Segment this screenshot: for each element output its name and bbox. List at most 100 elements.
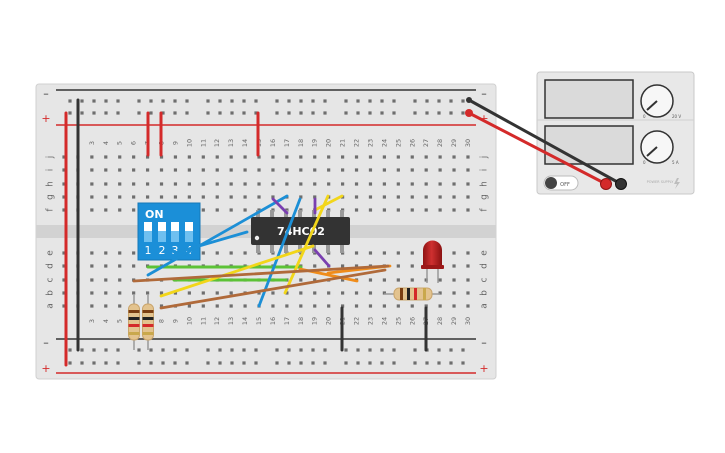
hole[interactable] bbox=[159, 304, 164, 308]
hole[interactable] bbox=[173, 111, 177, 115]
hole[interactable] bbox=[327, 291, 331, 295]
hole[interactable] bbox=[201, 291, 205, 295]
hole[interactable] bbox=[187, 182, 191, 186]
hole[interactable] bbox=[382, 168, 386, 172]
hole[interactable] bbox=[368, 208, 373, 212]
hole[interactable] bbox=[449, 348, 453, 352]
hole[interactable] bbox=[229, 168, 233, 172]
hole[interactable] bbox=[68, 348, 72, 352]
hole[interactable] bbox=[311, 111, 315, 115]
hole[interactable] bbox=[354, 291, 359, 295]
dip-toggle-slot[interactable] bbox=[185, 222, 193, 242]
hole[interactable] bbox=[137, 99, 141, 103]
hole[interactable] bbox=[413, 348, 417, 352]
hole[interactable] bbox=[327, 168, 331, 172]
hole[interactable] bbox=[354, 251, 359, 255]
black-power-lead[interactable] bbox=[467, 98, 623, 186]
hole[interactable] bbox=[80, 348, 84, 352]
hole[interactable] bbox=[257, 182, 261, 186]
hole[interactable] bbox=[271, 155, 275, 159]
hole[interactable] bbox=[452, 168, 456, 172]
hole[interactable] bbox=[452, 304, 456, 308]
purple-wire-a[interactable] bbox=[271, 197, 289, 215]
hole[interactable] bbox=[299, 182, 303, 186]
hole[interactable] bbox=[275, 111, 279, 115]
hole[interactable] bbox=[201, 155, 205, 159]
hole[interactable] bbox=[396, 304, 400, 308]
hole[interactable] bbox=[285, 182, 289, 186]
hole[interactable] bbox=[229, 155, 233, 159]
hole[interactable] bbox=[466, 195, 470, 199]
hole[interactable] bbox=[215, 168, 219, 172]
hole[interactable] bbox=[287, 99, 291, 103]
hole[interactable] bbox=[341, 264, 345, 268]
hole[interactable] bbox=[452, 278, 456, 282]
dip-switch-toggles[interactable] bbox=[144, 222, 193, 242]
hole[interactable] bbox=[410, 168, 414, 172]
hole[interactable] bbox=[438, 195, 442, 199]
hole[interactable] bbox=[132, 291, 136, 295]
blue-wire-a[interactable] bbox=[146, 194, 289, 277]
hole[interactable] bbox=[62, 208, 66, 212]
hole[interactable] bbox=[229, 182, 233, 186]
hole[interactable] bbox=[271, 182, 275, 186]
hole[interactable] bbox=[424, 195, 428, 199]
hole[interactable] bbox=[380, 99, 384, 103]
hole[interactable] bbox=[254, 361, 258, 365]
hole[interactable] bbox=[62, 304, 66, 308]
hole[interactable] bbox=[466, 278, 470, 282]
hole[interactable] bbox=[132, 251, 136, 255]
dip-toggle-slot[interactable] bbox=[158, 222, 166, 242]
hole[interactable] bbox=[218, 99, 222, 103]
hole[interactable] bbox=[145, 168, 150, 172]
hole[interactable] bbox=[413, 361, 417, 365]
hole[interactable] bbox=[243, 182, 247, 186]
hole[interactable] bbox=[132, 168, 136, 172]
hole[interactable] bbox=[466, 264, 470, 268]
hole[interactable] bbox=[382, 208, 386, 212]
hole[interactable] bbox=[354, 208, 359, 212]
hole[interactable] bbox=[299, 304, 303, 308]
hole[interactable] bbox=[299, 155, 303, 159]
hole[interactable] bbox=[354, 182, 359, 186]
hole[interactable] bbox=[201, 304, 205, 308]
hole[interactable] bbox=[116, 348, 120, 352]
hole[interactable] bbox=[299, 348, 303, 352]
jumper-wires[interactable] bbox=[132, 194, 392, 310]
hole[interactable] bbox=[104, 278, 108, 282]
hole[interactable] bbox=[368, 155, 373, 159]
hole[interactable] bbox=[461, 348, 465, 352]
hole[interactable] bbox=[90, 155, 94, 159]
hole[interactable] bbox=[206, 99, 210, 103]
hole[interactable] bbox=[62, 155, 66, 159]
hole[interactable] bbox=[413, 99, 417, 103]
hole[interactable] bbox=[368, 182, 373, 186]
hole[interactable] bbox=[90, 291, 94, 295]
hole[interactable] bbox=[118, 208, 122, 212]
hole[interactable] bbox=[92, 111, 96, 115]
hole[interactable] bbox=[382, 195, 386, 199]
hole[interactable] bbox=[452, 208, 456, 212]
hole[interactable] bbox=[257, 155, 261, 159]
hole[interactable] bbox=[466, 251, 470, 255]
hole[interactable] bbox=[424, 182, 428, 186]
hole[interactable] bbox=[275, 361, 279, 365]
hole[interactable] bbox=[257, 168, 261, 172]
hole[interactable] bbox=[243, 304, 247, 308]
hole[interactable] bbox=[104, 208, 108, 212]
hole[interactable] bbox=[382, 291, 386, 295]
hole[interactable] bbox=[243, 168, 247, 172]
hole[interactable] bbox=[356, 361, 360, 365]
hole[interactable] bbox=[392, 361, 396, 365]
hole[interactable] bbox=[161, 361, 165, 365]
hole[interactable] bbox=[137, 361, 141, 365]
hole[interactable] bbox=[218, 361, 222, 365]
hole[interactable] bbox=[410, 251, 414, 255]
hole[interactable] bbox=[229, 251, 233, 255]
hole[interactable] bbox=[92, 348, 96, 352]
hole[interactable] bbox=[229, 208, 233, 212]
hole[interactable] bbox=[104, 348, 108, 352]
hole[interactable] bbox=[424, 278, 428, 282]
hole[interactable] bbox=[173, 291, 178, 295]
hole[interactable] bbox=[424, 208, 428, 212]
